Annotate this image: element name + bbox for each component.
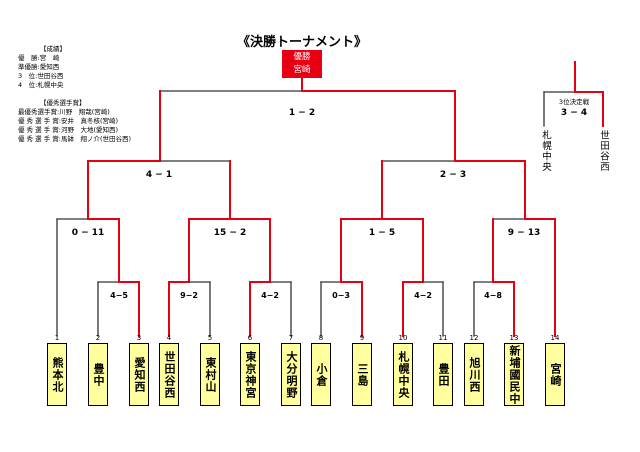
- first-round-score: 4−8: [484, 291, 502, 300]
- first-round-score: 4−5: [110, 291, 128, 300]
- semi-score: 2 − 3: [439, 170, 467, 180]
- team-name: 小倉: [315, 362, 328, 387]
- team-number: 4: [166, 334, 172, 342]
- team-name: 東京神宮: [244, 350, 257, 399]
- quarter-score: 9 − 13: [507, 228, 541, 238]
- quarter-score: 1 − 5: [368, 228, 396, 238]
- team-number: 2: [95, 334, 101, 342]
- third-place-left-team: 札幌中央: [540, 130, 551, 172]
- team-name: 東村山: [204, 356, 217, 393]
- team-name: 世田谷西: [163, 350, 176, 399]
- team-box: 熊本北: [47, 343, 67, 406]
- team-number: 7: [288, 334, 294, 342]
- team-name: 熊本北: [51, 356, 64, 393]
- first-round-score: 4−2: [261, 291, 279, 300]
- team-name: 宮崎: [549, 362, 562, 387]
- quarter-score: 15 − 2: [213, 228, 247, 238]
- semi-score: 4 − 1: [145, 170, 173, 180]
- team-box: 宮崎: [545, 343, 565, 406]
- final-score: 1 − 2: [288, 108, 316, 118]
- first-round-score: 0−3: [332, 291, 350, 300]
- first-round-score: 9−2: [180, 291, 198, 300]
- team-box: 大分明野: [281, 343, 301, 406]
- third-place-score: 3 − 4: [560, 108, 588, 118]
- quarter-score: 0 − 11: [71, 228, 105, 238]
- team-box: 小倉: [311, 343, 331, 406]
- team-number: 3: [136, 334, 142, 342]
- team-number: 9: [359, 334, 365, 342]
- result-line: 3 位:世田谷西: [18, 72, 64, 80]
- team-name: 札幌中央: [397, 350, 410, 399]
- third-place-label: 3位決定戦: [558, 98, 590, 106]
- team-number: 1: [54, 334, 60, 342]
- team-name: 三島: [356, 362, 369, 387]
- award-line: 最優秀選手賞:川野 翔哉(宮崎): [18, 108, 110, 116]
- team-name: 大分明野: [285, 350, 298, 399]
- team-box: 新埔國民中: [504, 343, 524, 406]
- team-name: 旭川西: [468, 356, 481, 393]
- team-box: 旭川西: [464, 343, 484, 406]
- team-number: 8: [318, 334, 324, 342]
- awards-header: 【優秀選手賞】: [40, 99, 86, 107]
- team-number: 11: [438, 334, 448, 342]
- team-name: 愛知西: [133, 356, 146, 393]
- team-name: 新埔國民中: [508, 344, 521, 405]
- result-line: 準優勝:愛知西: [18, 63, 60, 71]
- team-number: 6: [247, 334, 253, 342]
- result-line: 4 位:札幌中央: [18, 81, 64, 89]
- first-round-score: 4−2: [414, 291, 432, 300]
- page-title: 《決勝トーナメント》: [236, 35, 367, 50]
- team-number: 5: [207, 334, 213, 342]
- awards-block: 【優秀選手賞】最優秀選手賞:川野 翔哉(宮崎)優 秀 選 手 賞:安井 真冬核(…: [18, 99, 131, 144]
- team-box: 豊田: [433, 343, 453, 406]
- team-box: 世田谷西: [159, 343, 179, 406]
- team-number: 14: [550, 334, 560, 342]
- result-line: 優 勝:宮 崎: [18, 54, 60, 62]
- team-box: 三島: [352, 343, 372, 406]
- team-box: 愛知西: [129, 343, 149, 406]
- team-box: 札幌中央: [393, 343, 413, 406]
- team-name: 豊中: [92, 362, 105, 387]
- champion-name: 宮崎: [293, 65, 311, 75]
- team-number: 13: [509, 334, 519, 342]
- team-box: 豊中: [88, 343, 108, 406]
- team-number: 12: [469, 334, 479, 342]
- team-box: 東京神宮: [240, 343, 260, 406]
- team-name: 豊田: [437, 362, 450, 387]
- champion-label: 優勝: [293, 52, 311, 62]
- results-header: 【成績】: [40, 45, 66, 53]
- third-place-right-team: 世田谷西: [598, 130, 609, 172]
- team-box: 東村山: [200, 343, 220, 406]
- team-number: 10: [398, 334, 408, 342]
- award-line: 優 秀 選 手 賞:馬缽 翔ノ介(世田谷西): [18, 135, 132, 143]
- award-line: 優 秀 選 手 賞:河野 大地(愛知西): [18, 126, 119, 134]
- award-line: 優 秀 選 手 賞:安井 真冬核(宮崎): [18, 117, 119, 125]
- champion-box: 優勝 宮崎: [282, 50, 322, 78]
